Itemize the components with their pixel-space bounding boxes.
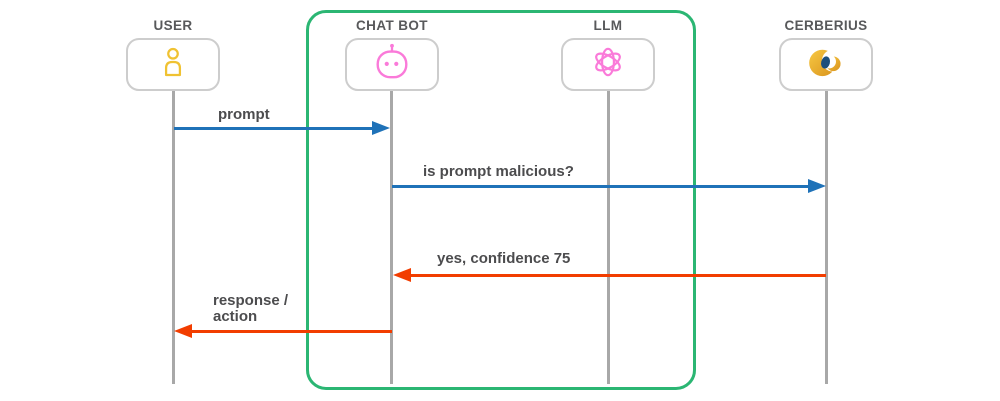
message-arrow-response-action — [191, 330, 392, 333]
message-arrow-prompt — [174, 127, 372, 130]
message-label-is-prompt-malicious: is prompt malicious? — [423, 163, 574, 180]
lifeline-user — [172, 90, 175, 384]
actor-box-cerberius — [779, 38, 873, 91]
actor-label-llm: LLM — [593, 18, 623, 33]
message-arrow-is-prompt-malicious — [392, 185, 808, 188]
actor-label-user: USER — [153, 18, 193, 33]
person-icon — [154, 43, 192, 86]
lifeline-llm — [607, 90, 610, 384]
actor-box-user — [126, 38, 220, 91]
message-arrow-yes-confidence — [410, 274, 826, 277]
actor-box-llm — [561, 38, 655, 91]
message-label-prompt: prompt — [218, 106, 270, 123]
arrowhead-right-icon — [372, 121, 390, 135]
atom-icon — [588, 42, 628, 87]
arrowhead-right-icon — [808, 179, 826, 193]
group-box — [306, 10, 696, 390]
message-label-yes-confidence: yes, confidence 75 — [437, 250, 571, 267]
cerberius-eye-icon — [805, 42, 847, 87]
actor-box-chat-bot — [345, 38, 439, 91]
lifeline-cerberius — [825, 90, 828, 384]
lifeline-chat-bot — [390, 90, 393, 384]
actor-label-chat-bot: CHAT BOT — [356, 18, 428, 33]
actor-label-cerberius: CERBERIUS — [784, 18, 868, 33]
robot-icon — [370, 42, 414, 87]
message-label-response-action: response / action — [213, 292, 289, 325]
arrowhead-left-icon — [174, 324, 192, 338]
arrowhead-left-icon — [393, 268, 411, 282]
